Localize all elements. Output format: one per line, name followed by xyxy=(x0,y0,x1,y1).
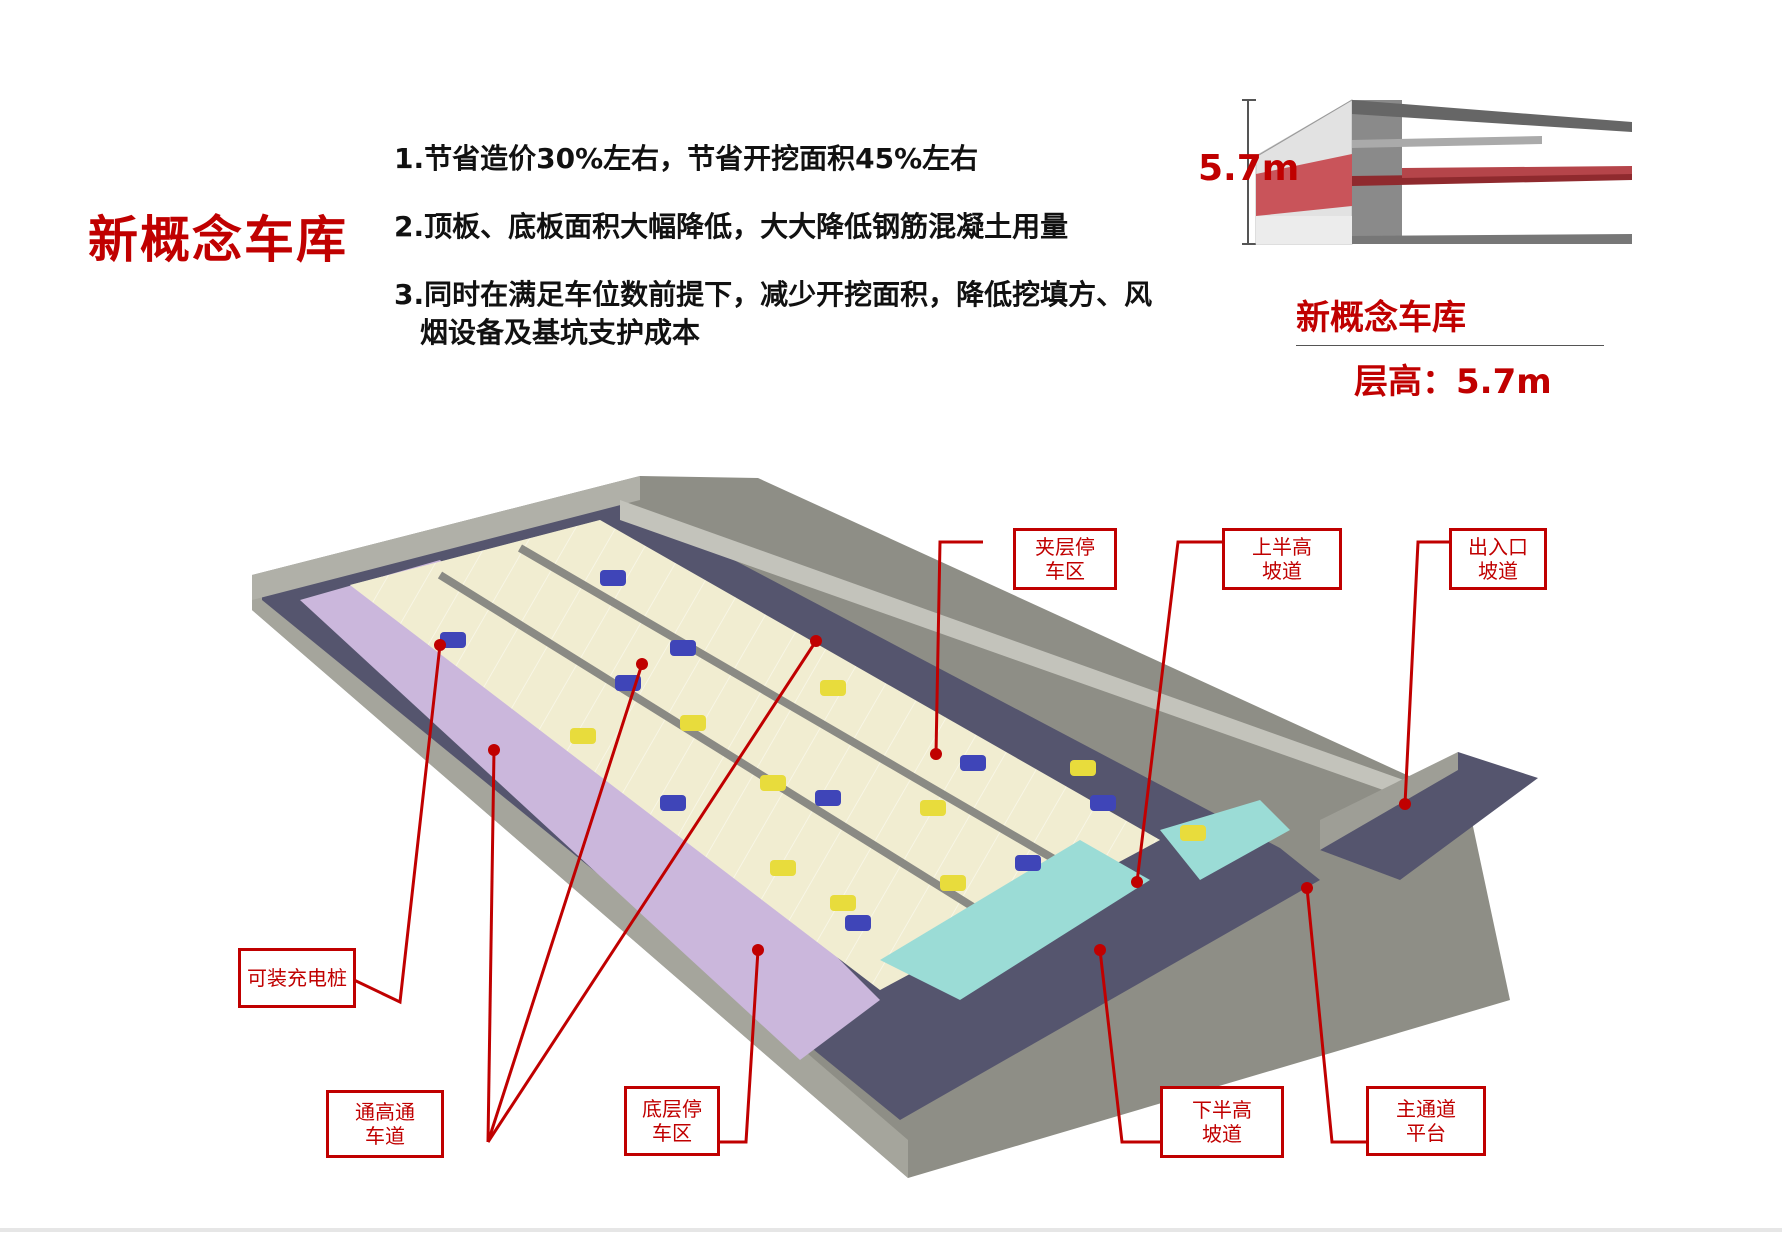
callout-charging-pile: 可装充电桩 xyxy=(238,948,356,1008)
section-subtitle: 层高：5.7m xyxy=(1354,362,1552,402)
benefit-list: 1.节省造价30%左右，节省开挖面积45%左右 2.顶板、底板面积大幅降低，大大… xyxy=(394,140,1154,382)
benefit-item-2: 2.顶板、底板面积大幅降低，大大降低钢筋混凝土用量 xyxy=(394,210,1069,243)
callout-ground-parking: 底层停车区 xyxy=(624,1086,720,1156)
callout-full-height-lane: 通高通车道 xyxy=(326,1090,444,1158)
height-mark-label: 5.7m xyxy=(1198,148,1300,189)
section-divider xyxy=(1296,345,1604,346)
main-title: 新概念车库 xyxy=(88,211,348,269)
section-illustration xyxy=(1242,99,1632,245)
section-title: 新概念车库 xyxy=(1296,298,1466,338)
callout-main-platform: 主通道平台 xyxy=(1366,1086,1486,1156)
callout-lower-half-ramp: 下半高坡道 xyxy=(1160,1086,1284,1158)
callout-entry-exit-ramp: 出入口坡道 xyxy=(1449,528,1547,590)
benefit-item-3: 3.同时在满足车位数前提下，减少开挖面积，降低挖填方、风烟设备及基坑支护成本 xyxy=(394,278,1153,349)
bottom-rule xyxy=(0,1228,1782,1232)
benefit-item-1: 1.节省造价30%左右，节省开挖面积45%左右 xyxy=(394,142,979,175)
callout-mezzanine-parking: 夹层停车区 xyxy=(1013,528,1117,590)
callout-upper-half-ramp: 上半高坡道 xyxy=(1222,528,1342,590)
